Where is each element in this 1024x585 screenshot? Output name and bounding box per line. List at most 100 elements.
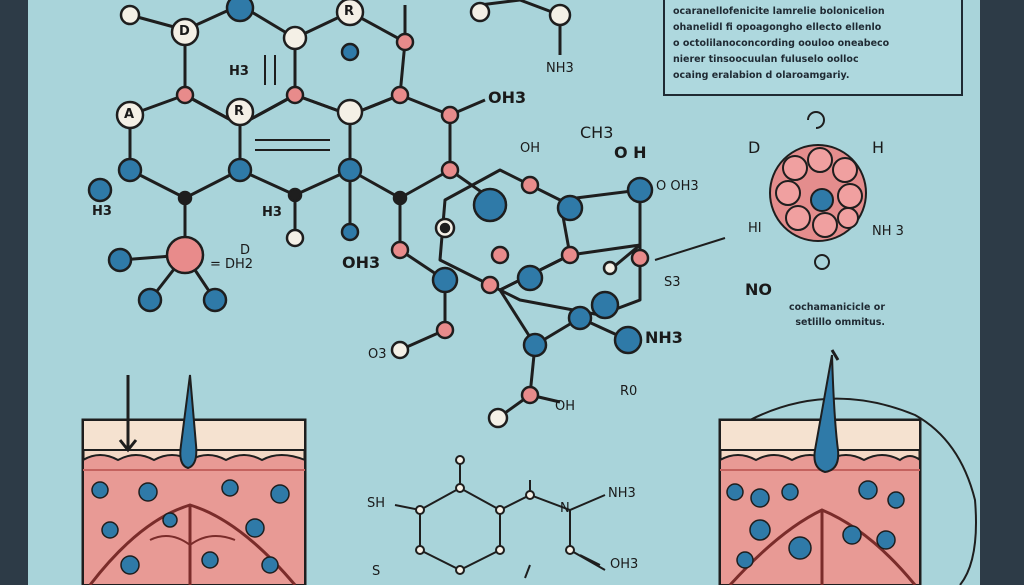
label-nh3-right: NH3	[645, 328, 683, 347]
label-nh3-top: NH3	[546, 61, 574, 76]
atom-blue	[516, 264, 544, 292]
atom-pink	[440, 160, 460, 180]
label-d-sphere: D	[748, 138, 761, 157]
atom-pink	[390, 240, 410, 260]
atom-label-r: R	[344, 4, 355, 19]
atom-blue	[626, 176, 654, 204]
atom-pink	[490, 245, 510, 265]
atom-white	[602, 260, 618, 276]
ring-3	[128, 93, 242, 200]
label-s3: S3	[664, 275, 681, 290]
atom-blue	[337, 157, 363, 183]
label-h-o: O H	[614, 143, 647, 162]
atom-blue-large	[472, 187, 508, 223]
atom-blue	[117, 157, 143, 183]
atom-core	[439, 222, 451, 234]
atom-pink	[175, 85, 195, 105]
atom-white	[390, 340, 410, 360]
label-s-chain: S	[372, 564, 381, 579]
atom-pink	[440, 105, 460, 125]
annotation-box: ocaranellofenicite lamrelie bolonicelion…	[663, 0, 963, 96]
atom-white	[282, 25, 308, 51]
nanoparticle-cluster	[769, 111, 867, 270]
atom-blue	[522, 332, 548, 358]
atom-white	[469, 1, 491, 23]
bottom-chain	[394, 455, 606, 579]
label-n-chain: N	[560, 501, 570, 516]
annotation-mid: cochamanicicle or setlillo ommitus.	[745, 300, 885, 330]
label-d-left: D	[240, 243, 251, 258]
atom-nodes	[87, 0, 654, 429]
atom-white	[119, 4, 141, 26]
ring-4	[238, 93, 352, 197]
atom-blue	[567, 305, 593, 331]
label-h-sphere: H	[872, 138, 885, 157]
atom-white	[548, 3, 572, 27]
label-h3-left: H3	[92, 204, 112, 219]
ring-5	[348, 93, 452, 200]
atom-blue	[227, 157, 253, 183]
cluster-ring	[814, 254, 830, 270]
skin-section-left	[81, 374, 307, 585]
label-h3-top: H3	[229, 64, 249, 79]
atom-blue	[107, 247, 133, 273]
atom-white	[336, 98, 364, 126]
atom-white	[170, 17, 200, 47]
atom-pink	[480, 275, 500, 295]
atom-pink-large	[165, 235, 205, 275]
atom-blue	[590, 290, 620, 320]
label-h3-mid: H3	[262, 205, 282, 220]
label-o3-left: O3	[368, 347, 387, 362]
atom-label-r-left: R	[234, 104, 245, 119]
atom-pink	[285, 85, 305, 105]
atom-pink	[435, 320, 455, 340]
atom-black	[177, 190, 193, 206]
atom-pink	[560, 245, 580, 265]
label-nh3-chain: NH3	[608, 486, 636, 501]
atom-black	[287, 187, 303, 203]
cluster-core	[810, 188, 834, 212]
atom-blue	[613, 325, 643, 355]
atom-blue	[87, 177, 113, 203]
label-oh-bottom: OH	[555, 399, 576, 414]
label-no: NO	[745, 280, 772, 299]
label-oh3-mid: OH3	[342, 253, 381, 272]
atom-pink	[520, 385, 540, 405]
atom-label-d: D	[179, 24, 190, 39]
label-r0: R0	[620, 384, 638, 399]
label-ch3: CH3	[580, 123, 614, 142]
label-nh3-sphere: NH 3	[872, 224, 904, 239]
atom-label-a: A	[124, 107, 135, 122]
note-mid-line: cochamanicicle or	[788, 302, 885, 313]
atom-blue	[340, 42, 360, 62]
note-line: ocaing eralabion d olaroamgariy.	[673, 70, 850, 81]
atom-blue	[340, 222, 360, 242]
atom-white	[115, 100, 145, 130]
note-line: ocaranellofenicite lamrelie bolonicelion	[673, 6, 885, 17]
atom-white	[225, 97, 255, 127]
label-oh3-chain: OH3	[610, 557, 639, 572]
label-oh3-top: OH3	[488, 88, 527, 107]
atom-blue	[202, 287, 228, 313]
note-line: nierer tinsoocuulan fuluselo oolloc	[673, 54, 859, 65]
label-oh3-right: O OH3	[656, 179, 699, 194]
atom-blue	[137, 287, 163, 313]
atom-pink	[390, 85, 410, 105]
label-hi-sphere: HI	[748, 221, 762, 236]
label-oh-small: OH	[520, 141, 541, 156]
atom-blue	[431, 266, 459, 294]
atom-pink	[520, 175, 540, 195]
molecule-framework	[119, 0, 726, 420]
ring-6	[438, 168, 572, 292]
note-line: ohanelidl fi opoagongho ellecto ellenlo	[673, 22, 882, 33]
atom-blue	[225, 0, 255, 23]
label-sh: SH	[367, 496, 386, 511]
atom-white	[285, 228, 305, 248]
label-dh2: = DH2	[210, 257, 254, 272]
atom-blue	[556, 194, 584, 222]
atom-white	[487, 407, 509, 429]
skin-section-right	[718, 349, 977, 585]
atom-white	[335, 0, 365, 27]
